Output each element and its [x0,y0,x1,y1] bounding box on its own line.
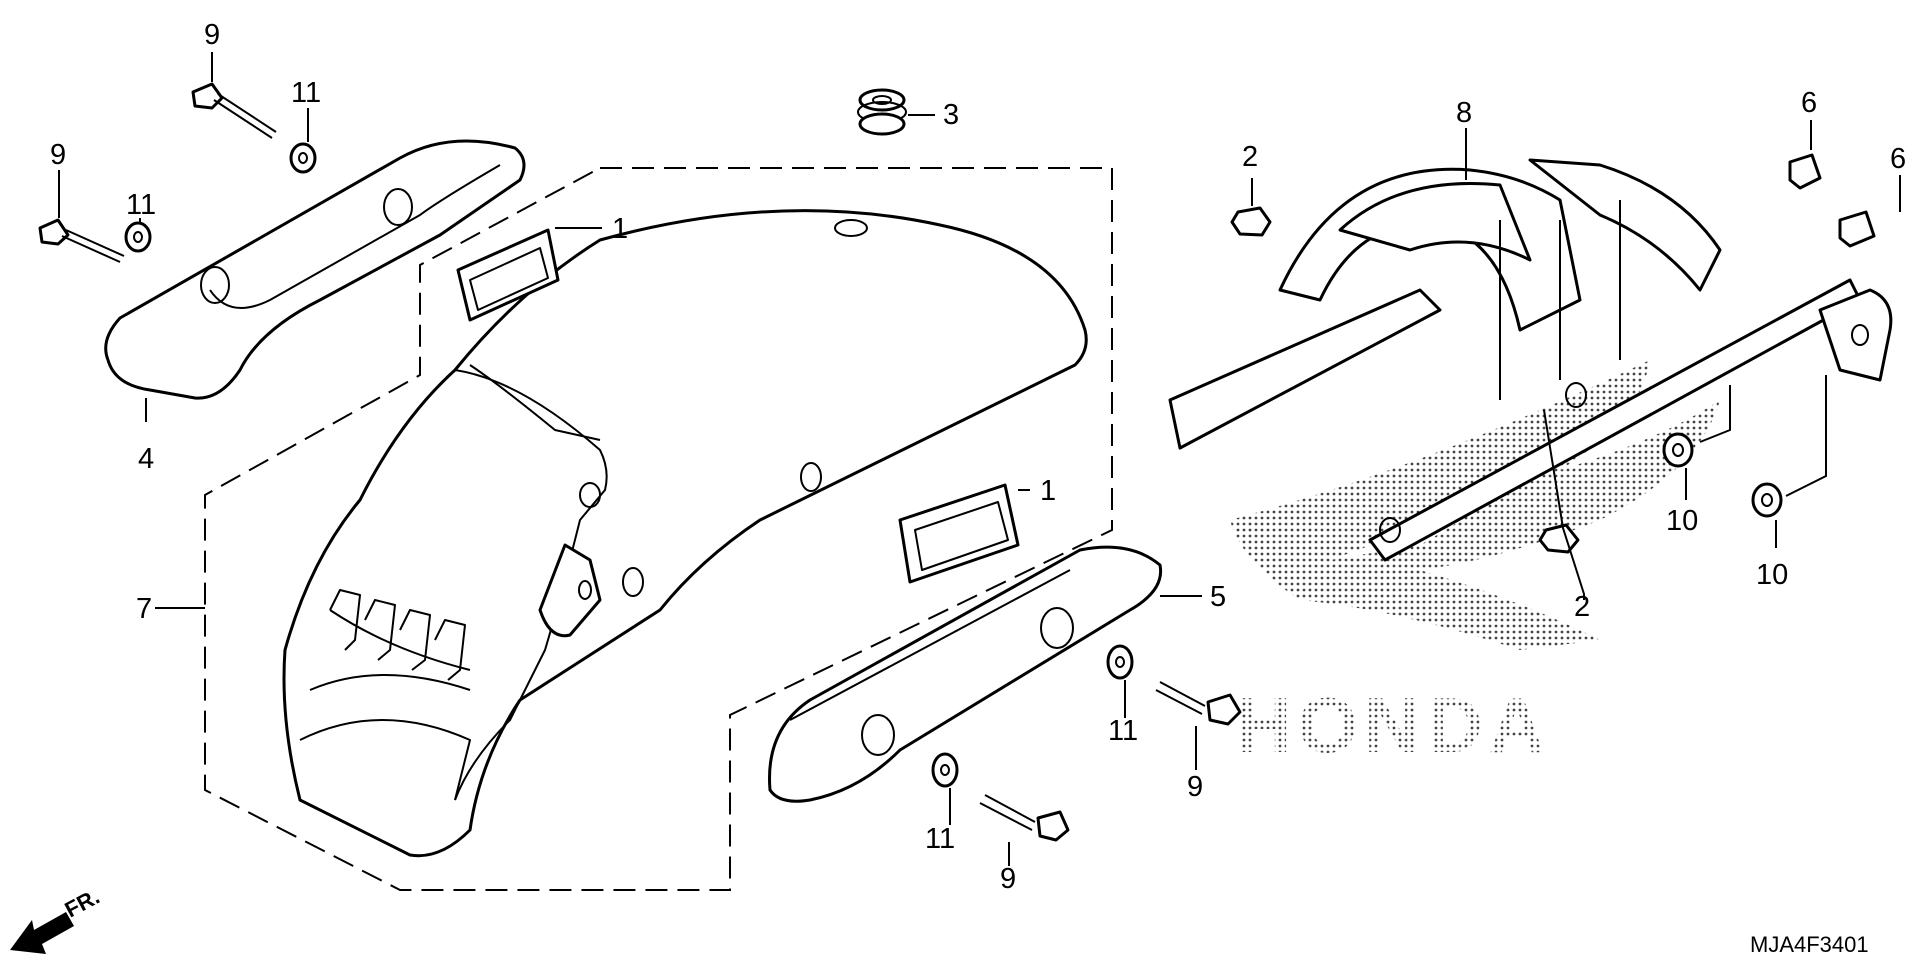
callout-9-top: 9 [204,19,220,51]
callout-9-right: 9 [1187,771,1203,803]
bolt-9a [191,82,277,139]
callout-1-top: 1 [612,213,628,245]
fender-stay-frame [1168,158,1893,562]
callout-3: 3 [943,99,959,131]
reflector-side [898,483,1020,584]
callout-11-bottom: 11 [925,823,955,855]
callout-10-right: 10 [1756,559,1788,591]
callout-11-top: 11 [291,77,321,109]
washer-11d [931,752,959,788]
rubber-6b [1838,210,1876,248]
callout-11-right: 11 [1108,715,1138,747]
bolt-9b [38,218,125,263]
bolt-9d [979,794,1070,842]
bolt-9c [1155,681,1242,726]
front-direction-indicator: FR. [10,884,104,954]
reflector-top [456,228,560,322]
rubber-6a [1788,153,1822,190]
right-fender-rail [768,545,1163,803]
grommet [857,88,907,136]
left-fender-rail [104,139,526,400]
leader-lines [58,52,1901,866]
callout-6-top: 6 [1801,87,1817,119]
washer-11a [289,142,317,174]
callout-11-left: 11 [126,189,156,221]
assembly-outline [204,167,1113,891]
washer-11b [124,221,152,253]
rear-fender [282,209,1088,858]
callout-labels: 9 11 9 11 4 1 1 3 7 5 2 8 6 6 2 10 10 11… [50,19,1906,895]
callout-2-top: 2 [1242,141,1258,173]
callout-10-left: 10 [1666,505,1698,537]
nut-2a [1230,206,1272,237]
honda-watermark-text: HONDA [1235,681,1551,769]
honda-wing-watermark: HONDA [1230,360,1720,769]
washer-11c [1106,644,1134,680]
callout-6-right: 6 [1890,143,1906,175]
collar-10a [1662,432,1694,468]
callout-4: 4 [138,443,154,475]
drawing-code: MJA4F3401 [1750,932,1869,957]
callout-9-bottom: 9 [1000,863,1016,895]
callout-9-left: 9 [50,139,66,171]
front-arrow-icon [10,912,74,954]
callout-5: 5 [1210,581,1226,613]
callout-8: 8 [1456,97,1472,129]
callout-2-bottom: 2 [1574,591,1590,623]
callout-1-side: 1 [1040,475,1056,507]
collar-10b [1751,482,1783,518]
callout-7: 7 [136,593,152,625]
